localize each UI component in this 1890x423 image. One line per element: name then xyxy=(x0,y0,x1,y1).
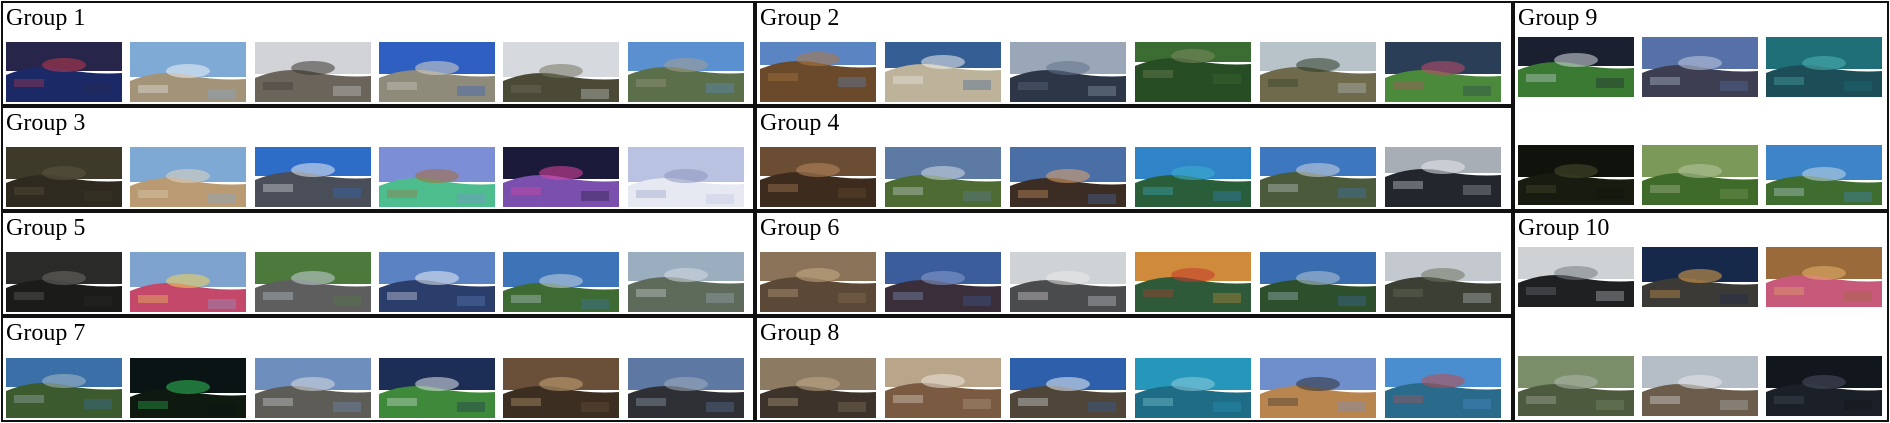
panorama-thumbnail[interactable] xyxy=(130,42,246,102)
group-label: Group 4 xyxy=(760,110,840,136)
panorama-thumbnail[interactable] xyxy=(1135,147,1251,207)
panorama-thumbnail[interactable] xyxy=(1766,145,1882,205)
panorama-thumbnail[interactable] xyxy=(760,147,876,207)
panorama-thumbnail[interactable] xyxy=(6,147,122,207)
panorama-thumbnail[interactable] xyxy=(503,147,619,207)
panorama-thumbnail[interactable] xyxy=(6,42,122,102)
panorama-thumbnail[interactable] xyxy=(628,42,744,102)
panorama-thumbnail[interactable] xyxy=(1135,358,1251,418)
group-label: Group 7 xyxy=(6,320,86,346)
panorama-thumbnail[interactable] xyxy=(1642,247,1758,307)
group-panel: Group 4 xyxy=(755,106,1513,211)
group-label: Group 8 xyxy=(760,320,840,346)
panorama-thumbnail[interactable] xyxy=(1385,42,1501,102)
panorama-thumbnail[interactable] xyxy=(1766,356,1882,416)
panorama-thumbnail[interactable] xyxy=(1010,252,1126,312)
panorama-thumbnail[interactable] xyxy=(255,42,371,102)
group-panel: Group 8 xyxy=(755,316,1513,422)
panorama-thumbnail[interactable] xyxy=(1260,252,1376,312)
panorama-thumbnail[interactable] xyxy=(379,147,495,207)
panorama-thumbnail[interactable] xyxy=(1518,356,1634,416)
panorama-thumbnail[interactable] xyxy=(1010,358,1126,418)
panorama-thumbnail[interactable] xyxy=(1010,42,1126,102)
group-label: Group 9 xyxy=(1518,5,1598,31)
panorama-thumbnail[interactable] xyxy=(503,42,619,102)
group-panel: Group 7 xyxy=(1,316,755,422)
panorama-thumbnail[interactable] xyxy=(885,358,1001,418)
group-panel: Group 2 xyxy=(755,1,1513,106)
group-label: Group 6 xyxy=(760,215,840,241)
panorama-thumbnail[interactable] xyxy=(1642,356,1758,416)
panorama-thumbnail[interactable] xyxy=(1766,247,1882,307)
panorama-thumbnail[interactable] xyxy=(1385,147,1501,207)
panorama-thumbnail[interactable] xyxy=(130,147,246,207)
panorama-thumbnail[interactable] xyxy=(628,252,744,312)
group-label: Group 5 xyxy=(6,215,86,241)
panorama-thumbnail[interactable] xyxy=(1642,37,1758,97)
panorama-thumbnail[interactable] xyxy=(1135,42,1251,102)
group-panel: Group 10 xyxy=(1513,211,1889,422)
panorama-thumbnail[interactable] xyxy=(1260,42,1376,102)
panorama-thumbnail[interactable] xyxy=(628,358,744,418)
panorama-thumbnail[interactable] xyxy=(6,358,122,418)
panorama-thumbnail[interactable] xyxy=(1010,147,1126,207)
panorama-thumbnail[interactable] xyxy=(379,358,495,418)
panorama-thumbnail[interactable] xyxy=(760,358,876,418)
panorama-thumbnail[interactable] xyxy=(1766,37,1882,97)
group-label: Group 2 xyxy=(760,5,840,31)
panorama-thumbnail[interactable] xyxy=(1642,145,1758,205)
panorama-thumbnail[interactable] xyxy=(503,358,619,418)
panorama-thumbnail[interactable] xyxy=(1518,37,1634,97)
panorama-thumbnail[interactable] xyxy=(1385,358,1501,418)
group-panel: Group 9 xyxy=(1513,1,1889,211)
panorama-thumbnail[interactable] xyxy=(1260,358,1376,418)
panorama-thumbnail[interactable] xyxy=(255,147,371,207)
panorama-thumbnail[interactable] xyxy=(379,42,495,102)
group-panel: Group 1 xyxy=(1,1,755,106)
panorama-thumbnail[interactable] xyxy=(130,358,246,418)
panorama-thumbnail[interactable] xyxy=(1385,252,1501,312)
group-panel: Group 5 xyxy=(1,211,755,316)
panorama-thumbnail[interactable] xyxy=(1260,147,1376,207)
panorama-thumbnail[interactable] xyxy=(6,252,122,312)
panorama-thumbnail[interactable] xyxy=(760,42,876,102)
panorama-thumbnail[interactable] xyxy=(1518,247,1634,307)
panorama-thumbnail[interactable] xyxy=(885,252,1001,312)
panorama-thumbnail[interactable] xyxy=(379,252,495,312)
panorama-thumbnail[interactable] xyxy=(628,147,744,207)
panorama-thumbnail[interactable] xyxy=(503,252,619,312)
panorama-thumbnail[interactable] xyxy=(255,252,371,312)
panorama-thumbnail[interactable] xyxy=(1135,252,1251,312)
panorama-thumbnail[interactable] xyxy=(885,42,1001,102)
panorama-thumbnail[interactable] xyxy=(760,252,876,312)
panorama-thumbnail[interactable] xyxy=(885,147,1001,207)
panorama-thumbnail[interactable] xyxy=(130,252,246,312)
group-label: Group 3 xyxy=(6,110,86,136)
group-label: Group 10 xyxy=(1518,215,1610,241)
panorama-thumbnail[interactable] xyxy=(255,358,371,418)
group-label: Group 1 xyxy=(6,5,86,31)
group-panel: Group 3 xyxy=(1,106,755,211)
panorama-thumbnail[interactable] xyxy=(1518,145,1634,205)
group-panel: Group 6 xyxy=(755,211,1513,316)
